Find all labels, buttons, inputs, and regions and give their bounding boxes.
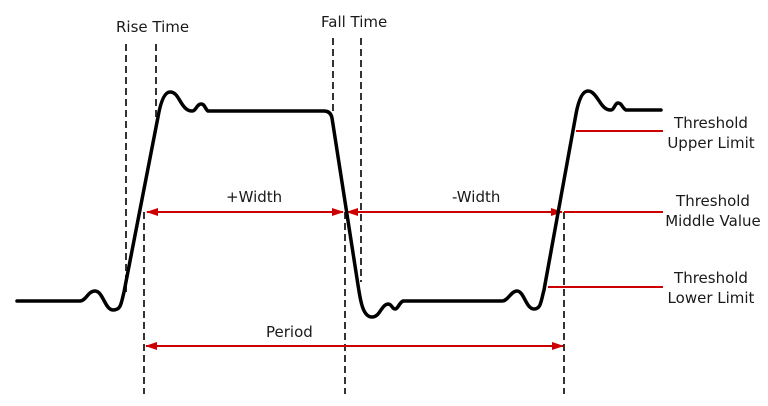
pulse-waveform <box>15 89 663 319</box>
minus-width-label: -Width <box>452 188 501 206</box>
threshold-lines <box>548 130 663 288</box>
threshold-upper-label-line2: Upper Limit <box>667 134 755 152</box>
fall-time-label: Fall Time <box>321 13 388 31</box>
threshold-upper-label: Threshold Upper Limit <box>664 113 758 153</box>
dashed-guides <box>125 38 565 394</box>
threshold-lower-label-line2: Lower Limit <box>667 289 755 307</box>
threshold-middle-label-line1: Threshold <box>676 192 750 210</box>
threshold-upper-label-line1: Threshold <box>674 114 748 132</box>
period-label: Period <box>266 323 313 341</box>
measurement-arrows <box>145 208 564 350</box>
threshold-lower-label-line1: Threshold <box>674 269 748 287</box>
plus-width-label: +Width <box>226 188 283 206</box>
threshold-lower-label: Threshold Lower Limit <box>664 268 758 308</box>
threshold-middle-label-line2: Middle Value <box>665 212 761 230</box>
rise-time-label: Rise Time <box>116 18 190 36</box>
threshold-middle-label: Threshold Middle Value <box>658 191 768 231</box>
